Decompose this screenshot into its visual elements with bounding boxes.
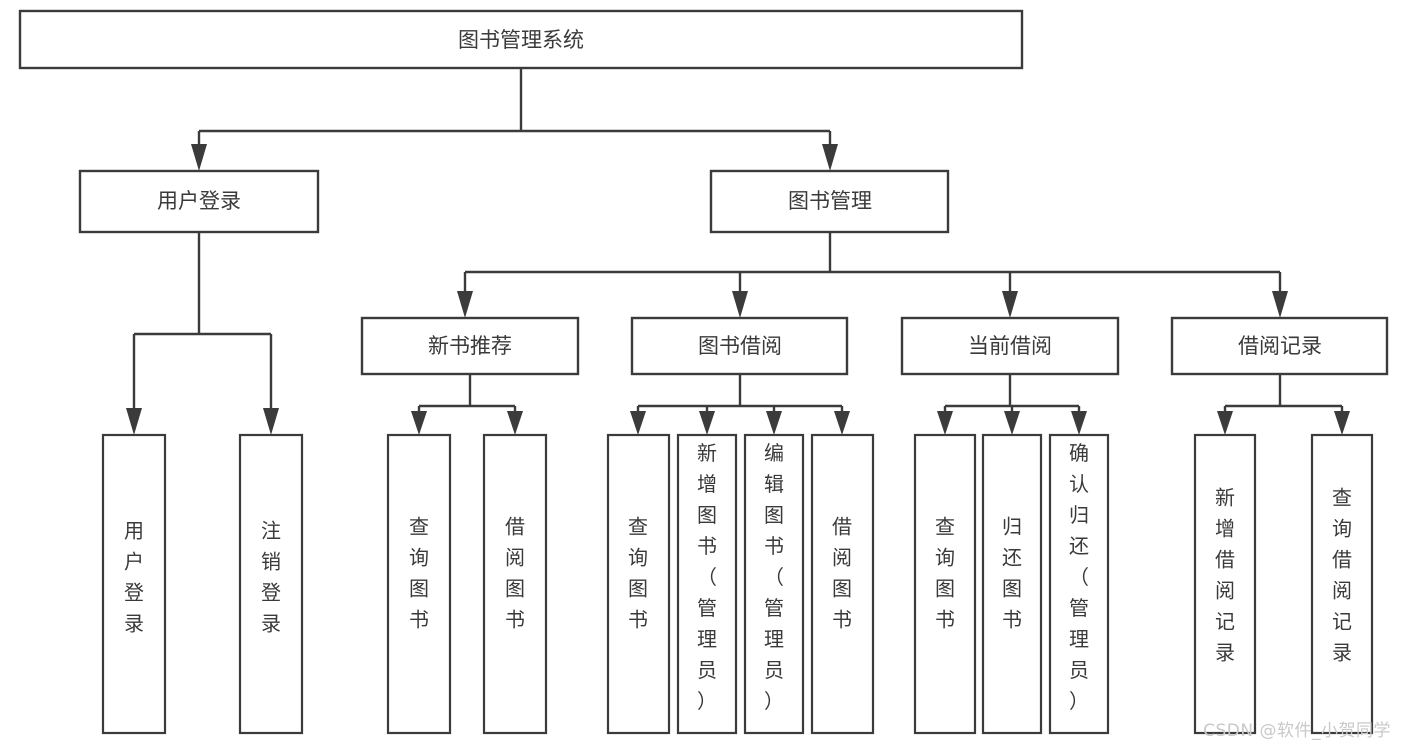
arrow-head-leaf-confirm-return bbox=[1071, 411, 1087, 435]
arrow-head-user-login bbox=[191, 144, 207, 171]
arrow-head-borrow-record bbox=[1272, 291, 1288, 318]
arrow-head-leaf-query-record bbox=[1334, 411, 1350, 435]
node-leaf-borrow-book-recommend-label: 借阅图书 bbox=[505, 515, 525, 632]
node-book-borrow[interactable]: 图书借阅 bbox=[630, 316, 849, 376]
arrow-head-current-borrow bbox=[1002, 291, 1018, 318]
node-leaf-borrow-book-box bbox=[810, 433, 875, 735]
node-leaf-query-book-borrow-box bbox=[606, 433, 671, 735]
node-leaf-edit-book-box bbox=[743, 433, 805, 735]
node-leaf-query-book-current[interactable]: 查询图书 bbox=[913, 433, 977, 735]
node-leaf-query-book-recommend-box bbox=[386, 433, 452, 735]
node-leaf-return-book-box bbox=[981, 433, 1043, 735]
node-leaf-return-book-label: 归还图书 bbox=[1002, 515, 1022, 632]
node-leaf-borrow-book[interactable]: 借阅图书 bbox=[810, 433, 875, 735]
arrow-head-leaf-query-book-recommend bbox=[411, 411, 427, 435]
arrow-head-new-book-recommend bbox=[457, 291, 473, 318]
node-leaf-confirm-return[interactable]: 确认归还（管理员） bbox=[1048, 433, 1110, 735]
node-book-management[interactable]: 图书管理 bbox=[709, 169, 950, 234]
node-current-borrow[interactable]: 当前借阅 bbox=[900, 316, 1120, 376]
arrow-head-leaf-return-book bbox=[1004, 411, 1020, 435]
arrow-head-leaf-borrow-book-recommend bbox=[507, 411, 523, 435]
node-book-management-label: 图书管理 bbox=[788, 189, 872, 213]
node-leaf-logout[interactable]: 注销登录 bbox=[238, 433, 304, 735]
node-leaf-add-book-box bbox=[676, 433, 738, 735]
node-leaf-add-record[interactable]: 新增借阅记录 bbox=[1193, 433, 1257, 735]
node-book-borrow-box bbox=[630, 316, 849, 376]
arrow-head-leaf-logout bbox=[263, 408, 279, 435]
node-root-system-label: 图书管理系统 bbox=[458, 28, 584, 52]
node-leaf-query-record-label: 查询借阅记录 bbox=[1332, 486, 1352, 665]
node-leaf-add-book[interactable]: 新增图书（管理员） bbox=[676, 433, 738, 735]
node-leaf-query-book-recommend-label: 查询图书 bbox=[409, 515, 429, 632]
node-current-borrow-label: 当前借阅 bbox=[968, 334, 1052, 358]
node-leaf-confirm-return-label: 确认归还（管理员） bbox=[1069, 441, 1089, 713]
node-user-login-label: 用户登录 bbox=[157, 189, 241, 213]
node-leaf-borrow-book-label: 借阅图书 bbox=[832, 515, 852, 632]
node-leaf-logout-label: 注销登录 bbox=[261, 519, 281, 636]
arrow-head-book-management bbox=[822, 144, 838, 171]
node-user-login-box bbox=[78, 169, 320, 234]
leaf-node-layer: 用户登录 注销登录 查询图书 借阅图书 查询图书 新增图书（管理员） bbox=[101, 433, 1374, 735]
node-leaf-borrow-book-recommend[interactable]: 借阅图书 bbox=[482, 433, 548, 735]
node-leaf-user-login-box bbox=[101, 433, 167, 735]
node-leaf-logout-box bbox=[238, 433, 304, 735]
node-leaf-edit-book[interactable]: 编辑图书（管理员） bbox=[743, 433, 805, 735]
node-new-book-recommend[interactable]: 新书推荐 bbox=[360, 316, 580, 376]
node-borrow-record-box bbox=[1170, 316, 1389, 376]
node-book-management-box bbox=[709, 169, 950, 234]
arrow-head-book-borrow bbox=[732, 291, 748, 318]
node-leaf-query-book-recommend[interactable]: 查询图书 bbox=[386, 433, 452, 735]
arrow-head-leaf-query-book-current bbox=[937, 411, 953, 435]
node-leaf-confirm-return-box bbox=[1048, 433, 1110, 735]
node-leaf-borrow-book-recommend-box bbox=[482, 433, 548, 735]
node-leaf-add-record-label: 新增借阅记录 bbox=[1215, 486, 1235, 665]
arrow-head-leaf-borrow-book bbox=[834, 411, 850, 435]
node-leaf-query-record-box bbox=[1310, 433, 1374, 735]
node-book-borrow-label: 图书借阅 bbox=[698, 334, 782, 358]
node-leaf-edit-book-label: 编辑图书（管理员） bbox=[764, 441, 784, 713]
node-borrow-record[interactable]: 借阅记录 bbox=[1170, 316, 1389, 376]
node-current-borrow-box bbox=[900, 316, 1120, 376]
node-leaf-user-login[interactable]: 用户登录 bbox=[101, 433, 167, 735]
arrow-head-leaf-user-login bbox=[126, 408, 142, 435]
node-new-book-recommend-box bbox=[360, 316, 580, 376]
node-leaf-return-book[interactable]: 归还图书 bbox=[981, 433, 1043, 735]
node-borrow-record-label: 借阅记录 bbox=[1238, 334, 1322, 358]
node-leaf-user-login-label: 用户登录 bbox=[124, 519, 144, 636]
arrow-head-leaf-add-book bbox=[699, 411, 715, 435]
connector-layer bbox=[126, 68, 1350, 435]
node-root-system[interactable]: 图书管理系统 bbox=[18, 9, 1024, 70]
arrow-head-leaf-add-record bbox=[1217, 411, 1233, 435]
arrow-head-leaf-edit-book bbox=[766, 411, 782, 435]
node-leaf-query-book-current-label: 查询图书 bbox=[935, 515, 955, 632]
node-leaf-add-book-label: 新增图书（管理员） bbox=[697, 441, 717, 713]
node-root-system-box bbox=[18, 9, 1024, 70]
node-leaf-query-book-borrow[interactable]: 查询图书 bbox=[606, 433, 671, 735]
node-leaf-query-book-current-box bbox=[913, 433, 977, 735]
node-new-book-recommend-label: 新书推荐 bbox=[428, 334, 512, 358]
node-leaf-add-record-box bbox=[1193, 433, 1257, 735]
node-user-login[interactable]: 用户登录 bbox=[78, 169, 320, 234]
node-leaf-query-record[interactable]: 查询借阅记录 bbox=[1310, 433, 1374, 735]
node-leaf-query-book-borrow-label: 查询图书 bbox=[628, 515, 648, 632]
arrow-head-leaf-query-book-borrow bbox=[630, 411, 646, 435]
